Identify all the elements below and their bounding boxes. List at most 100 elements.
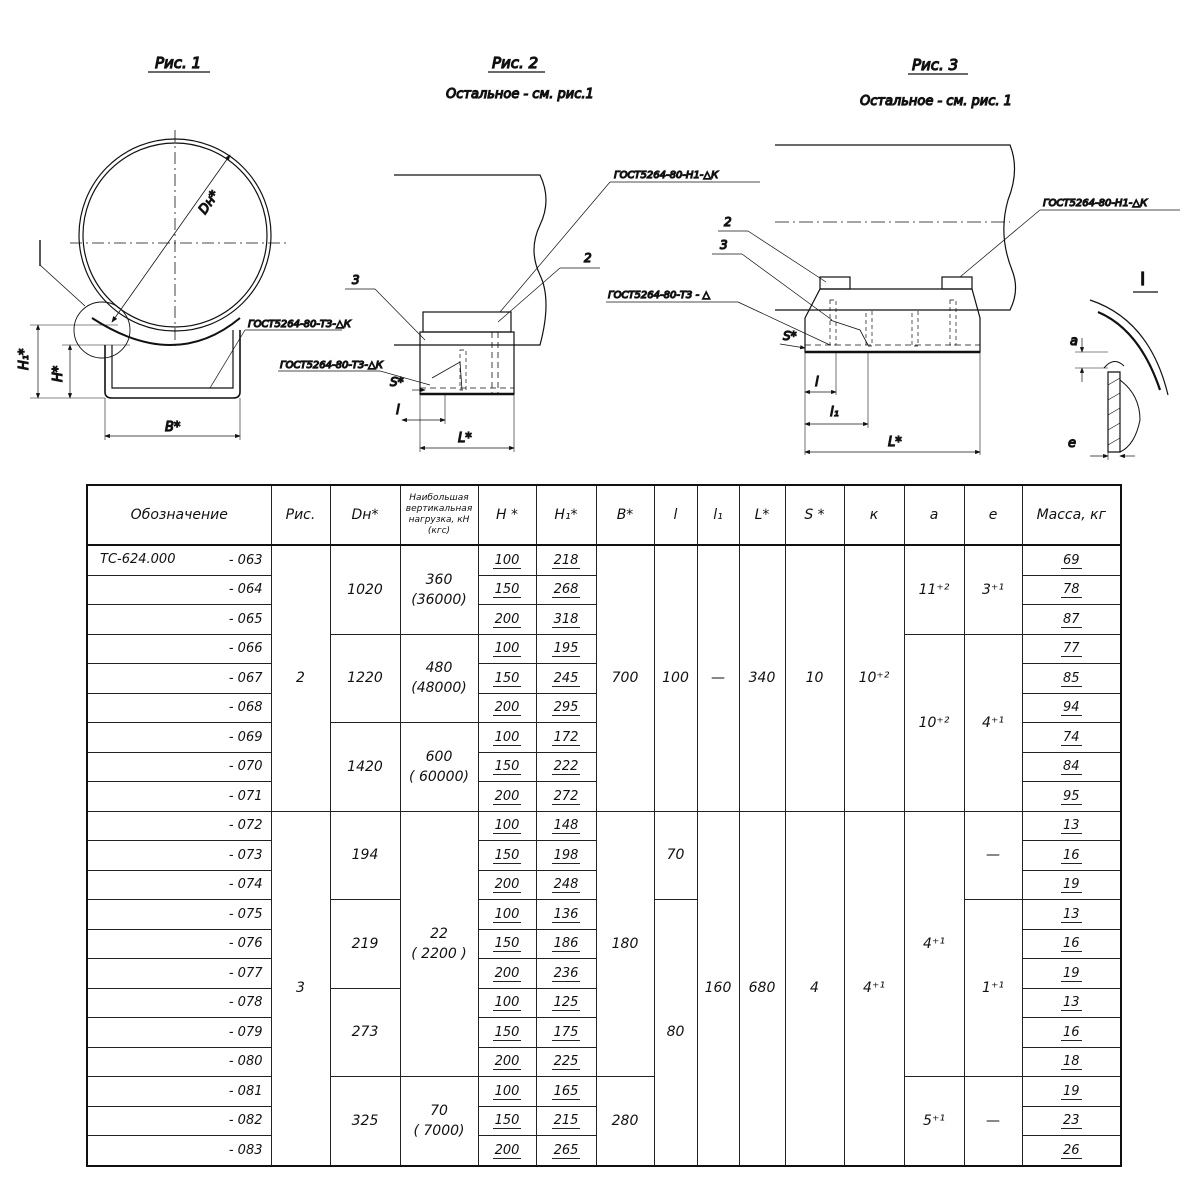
dn-label-fig1: Dн* bbox=[196, 188, 223, 218]
col-a: a bbox=[903, 484, 965, 546]
cell-mass: 13 bbox=[1021, 810, 1122, 841]
load-kn: 70 bbox=[430, 1102, 448, 1119]
cell-e: 3⁺¹ bbox=[963, 544, 1023, 635]
cell-h1: 172 bbox=[535, 722, 597, 753]
weld-note-fig3-bottom: ГОСТ5264-80-Т3 - △ bbox=[608, 290, 710, 301]
cell-h: 100 bbox=[477, 722, 537, 753]
cell-h: 100 bbox=[477, 987, 537, 1018]
cell-mass: 16 bbox=[1021, 928, 1122, 959]
cell-designation: - 065 bbox=[86, 604, 272, 635]
fig3-subtitle: Остальное - см. рис. 1 bbox=[860, 94, 1012, 109]
cell-designation: - 080 bbox=[86, 1046, 272, 1077]
cell-h1: 175 bbox=[535, 1017, 597, 1048]
cell-e: — bbox=[963, 1076, 1023, 1166]
cell-a: 4⁺¹ bbox=[903, 810, 965, 1077]
s-label-fig2: S* bbox=[390, 375, 404, 389]
fig2-title: Рис. 2 bbox=[492, 54, 538, 72]
cell-designation: - 077 bbox=[86, 958, 272, 989]
cell-a: 5⁺¹ bbox=[903, 1076, 965, 1166]
cell-designation: - 081 bbox=[86, 1076, 272, 1107]
cell-designation: - 064 bbox=[86, 574, 272, 605]
cell-mass: 19 bbox=[1021, 1076, 1122, 1107]
cell-l: 80 bbox=[653, 899, 698, 1166]
designation-code: - 070 bbox=[228, 759, 263, 775]
cell-h: 150 bbox=[477, 1105, 537, 1136]
cell-mass: 18 bbox=[1021, 1046, 1122, 1077]
load-kn: 480 bbox=[425, 660, 453, 677]
cell-designation: - 076 bbox=[86, 928, 272, 959]
designation-code: - 076 bbox=[228, 936, 263, 952]
cell-fig: 2 bbox=[270, 544, 331, 812]
cell-h1: 318 bbox=[535, 604, 597, 635]
designation-code: - 082 bbox=[228, 1113, 263, 1129]
cell-designation: - 071 bbox=[86, 781, 272, 812]
detail-mark: I bbox=[1140, 269, 1145, 290]
cell-l1: 160 bbox=[696, 810, 740, 1166]
L-label-fig3: L* bbox=[888, 435, 902, 450]
cell-L: 340 bbox=[738, 544, 786, 812]
cell-dn: 194 bbox=[329, 810, 401, 900]
cell-h: 150 bbox=[477, 574, 537, 605]
l-label-fig2: l bbox=[396, 403, 400, 418]
cell-designation: - 073 bbox=[86, 840, 272, 871]
designation-code: - 064 bbox=[228, 582, 263, 598]
b-label-fig1: B* bbox=[165, 420, 181, 435]
cell-h1: 186 bbox=[535, 928, 597, 959]
support-u-shape bbox=[104, 330, 241, 399]
l-label-fig3: l bbox=[815, 375, 819, 390]
designation-code: - 069 bbox=[228, 729, 263, 745]
col-l1: l₁ bbox=[696, 484, 740, 546]
col-e: e bbox=[963, 484, 1023, 546]
designation-code: - 078 bbox=[228, 995, 263, 1011]
cell-h1: 125 bbox=[535, 987, 597, 1018]
cell-a: 10⁺² bbox=[903, 633, 965, 812]
cell-mass: 78 bbox=[1021, 574, 1122, 605]
fig1-title: Рис. 1 bbox=[155, 54, 201, 72]
designation-code: - 071 bbox=[228, 788, 263, 804]
cell-h1: 225 bbox=[535, 1046, 597, 1077]
cell-mass: 26 bbox=[1021, 1135, 1122, 1166]
cell-e: — bbox=[963, 810, 1023, 900]
cell-dn: 1220 bbox=[329, 633, 401, 723]
cell-k: 4⁺¹ bbox=[843, 810, 905, 1166]
cell-h1: 215 bbox=[535, 1105, 597, 1136]
cell-designation: - 067 bbox=[86, 663, 272, 694]
cell-h: 100 bbox=[477, 810, 537, 841]
cell-h1: 165 bbox=[535, 1076, 597, 1107]
cell-designation: - 070 bbox=[86, 751, 272, 782]
load-kgs: (36000) bbox=[411, 591, 467, 608]
load-kn: 22 bbox=[430, 925, 448, 942]
cell-h1: 222 bbox=[535, 751, 597, 782]
weld-note-fig3-top: ГОСТ5264-80-Н1-△К bbox=[1043, 198, 1148, 209]
cell-L: 680 bbox=[738, 810, 786, 1166]
cell-mass: 95 bbox=[1021, 781, 1122, 812]
cell-h1: 272 bbox=[535, 781, 597, 812]
cell-designation: - 079 bbox=[86, 1017, 272, 1048]
cell-mass: 77 bbox=[1021, 633, 1122, 664]
figure-3: Рис. 3 Остальное - см. рис. 1 2 3 ГОСТ52… bbox=[606, 55, 1180, 455]
cell-designation: - 069 bbox=[86, 722, 272, 753]
cell-dn: 1020 bbox=[329, 544, 401, 635]
cell-h1: 268 bbox=[535, 574, 597, 605]
col-h1: H₁* bbox=[535, 484, 597, 546]
cell-h: 150 bbox=[477, 840, 537, 871]
cell-dn: 1420 bbox=[329, 722, 401, 812]
cell-mass: 69 bbox=[1021, 544, 1122, 576]
designation-code: - 083 bbox=[228, 1142, 263, 1158]
cell-h1: 248 bbox=[535, 869, 597, 900]
load-kgs: ( 60000) bbox=[409, 768, 469, 785]
cell-h1: 195 bbox=[535, 633, 597, 664]
designation-code: - 079 bbox=[228, 1024, 263, 1040]
cell-mass: 23 bbox=[1021, 1105, 1122, 1136]
cell-h: 150 bbox=[477, 928, 537, 959]
cell-mass: 19 bbox=[1021, 958, 1122, 989]
cell-mass: 19 bbox=[1021, 869, 1122, 900]
cell-b: 180 bbox=[595, 810, 655, 1077]
a-label-detail: a bbox=[1070, 334, 1078, 349]
